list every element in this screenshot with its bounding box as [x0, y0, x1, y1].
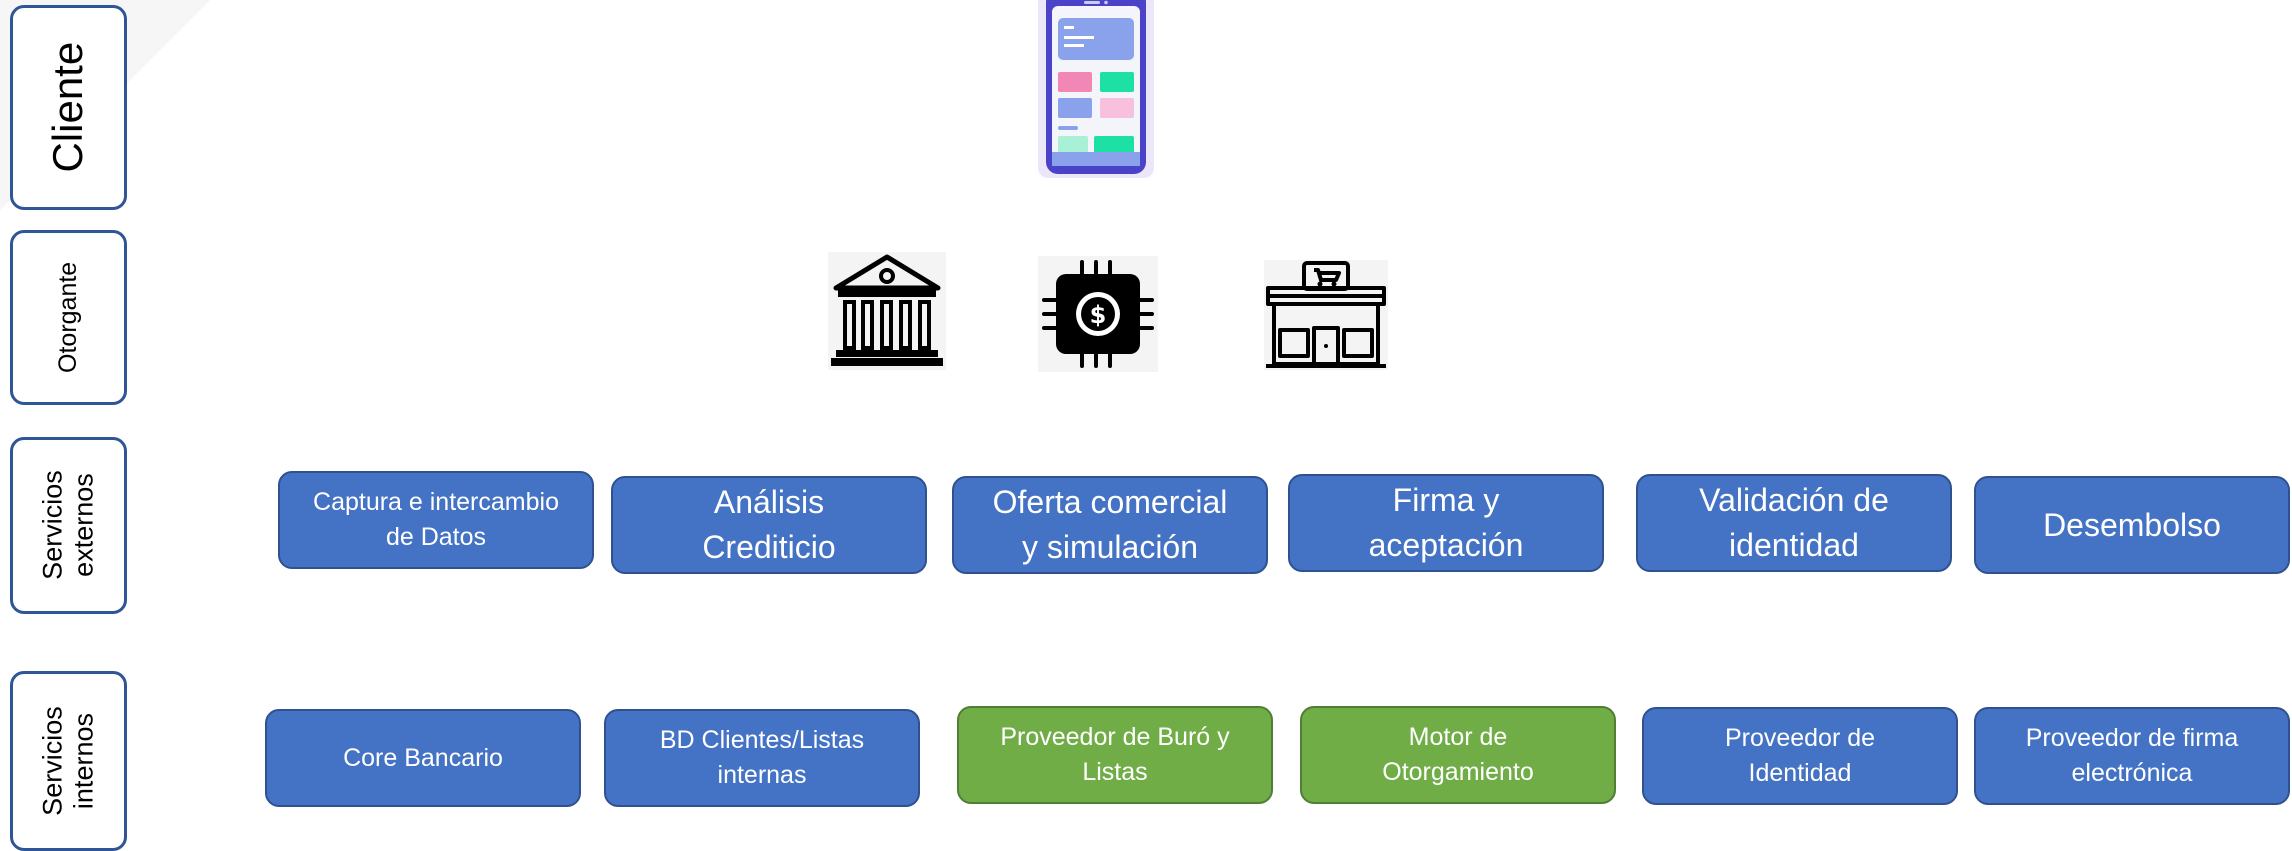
service-firma-electronica[interactable]: Proveedor de firma electrónica — [1974, 707, 2290, 805]
service-proveedor-buro[interactable]: Proveedor de Buró y Listas — [957, 706, 1273, 804]
step-captura-datos[interactable]: Captura e intercambio de Datos — [278, 471, 594, 569]
service-bd-clientes[interactable]: BD Clientes/Listas internas — [604, 709, 920, 807]
dollar-sign: $ — [1090, 301, 1107, 329]
fintech-chip-icon: $ — [1038, 256, 1158, 372]
lane-cliente-label: Cliente — [44, 42, 92, 173]
step-analisis-crediticio[interactable]: Análisis Crediticio — [611, 476, 927, 574]
step-firma-aceptacion[interactable]: Firma y aceptación — [1288, 474, 1604, 572]
service-core-bancario[interactable]: Core Bancario — [265, 709, 581, 807]
lane-otorgante-label: Otorgante — [54, 261, 83, 374]
lane-internos-label: Servicios internos — [37, 706, 99, 816]
step-oferta-comercial[interactable]: Oferta comercial y simulación — [952, 476, 1268, 574]
lane-otorgante: Otorgante — [10, 230, 127, 405]
step-validacion-identidad[interactable]: Validación de identidad — [1636, 474, 1952, 572]
step-desembolso[interactable]: Desembolso — [1974, 476, 2290, 574]
store-icon — [1264, 260, 1388, 370]
bank-icon — [828, 252, 946, 370]
lane-servicios-externos: Servicios externos — [10, 437, 127, 614]
smartphone-icon — [1038, 0, 1154, 178]
service-motor-otorgamiento[interactable]: Motor de Otorgamiento — [1300, 706, 1616, 804]
lane-cliente: Cliente — [10, 5, 127, 210]
lane-externos-label: Servicios externos — [37, 470, 99, 581]
lane-servicios-internos: Servicios internos — [10, 671, 127, 851]
service-proveedor-identidad[interactable]: Proveedor de Identidad — [1642, 707, 1958, 805]
